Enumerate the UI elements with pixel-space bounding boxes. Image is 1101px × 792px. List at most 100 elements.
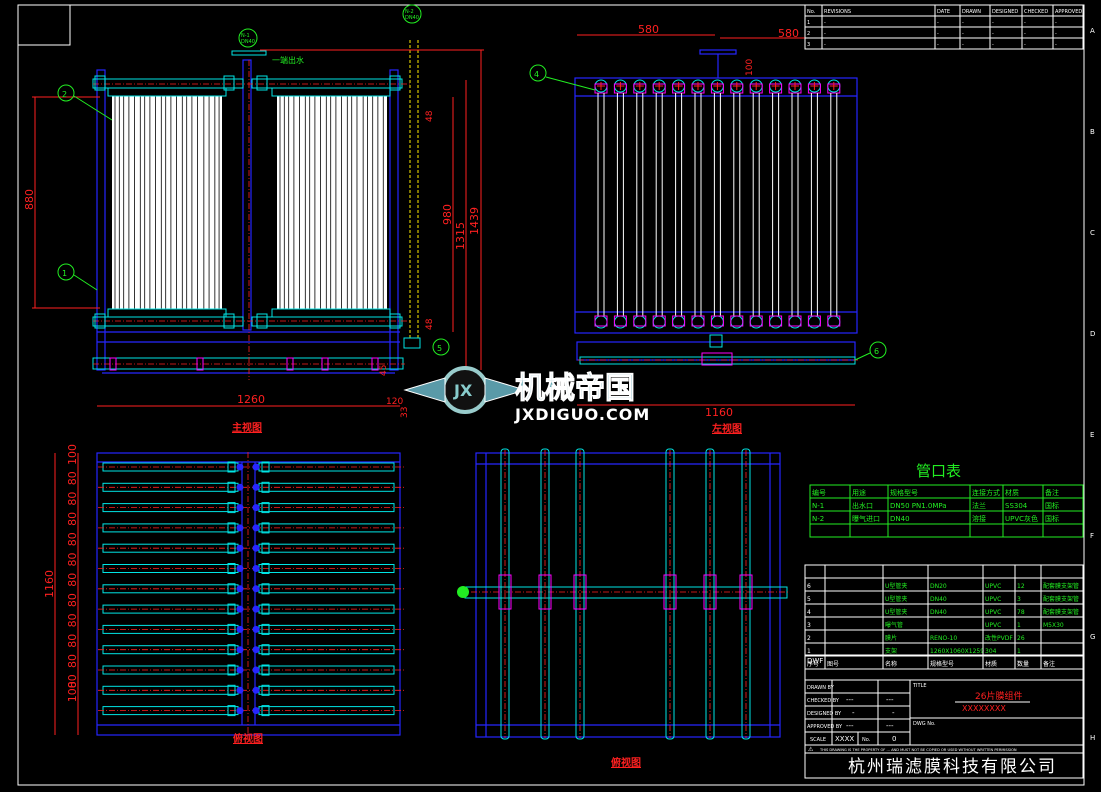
grid-row-G: G xyxy=(1090,633,1095,641)
table-cell: DATE xyxy=(937,9,950,15)
watermark-site: JXDIGUO.COM xyxy=(514,405,650,424)
table-cell: DRAWN xyxy=(962,9,981,15)
top-view-label: 俯视图 xyxy=(233,732,263,745)
frame-post xyxy=(389,69,399,371)
table-cell: APPROVED xyxy=(1055,9,1082,15)
grid-row-F: F xyxy=(1090,532,1094,540)
table-cell: 编号 xyxy=(812,488,826,497)
table-cell: 名称 xyxy=(885,660,897,668)
table-cell: U型管夹 xyxy=(885,608,907,616)
scale-value: XXXX xyxy=(835,735,854,743)
dim-spacing: 80 xyxy=(66,492,79,506)
sheet-value: 0 xyxy=(892,735,896,743)
table-cell: 2 xyxy=(807,635,811,642)
dim-spacing: 100 xyxy=(66,444,79,465)
grid-row-B: B xyxy=(1090,128,1095,136)
dim-spacing: 80 xyxy=(66,634,79,648)
table-cell: - xyxy=(992,42,994,48)
table-cell: UPVC xyxy=(985,596,1001,603)
dim-33: 33 xyxy=(400,407,410,418)
sheet-label: No. xyxy=(862,737,871,743)
dash: --- xyxy=(886,722,894,730)
dim-1160-top: 1160 xyxy=(43,570,56,598)
dim-1315: 1315 xyxy=(454,222,467,250)
table-cell: 改性PVDF xyxy=(985,634,1013,642)
table-cell: - xyxy=(962,42,964,48)
table-cell: 用途 xyxy=(852,488,866,497)
table-cell: 备注 xyxy=(1043,660,1055,668)
dash: --- xyxy=(846,696,854,704)
table-cell: UPVC xyxy=(985,583,1001,590)
dim-1160: 1160 xyxy=(705,406,733,419)
table-cell: 1 xyxy=(1017,622,1021,629)
table-cell: N-2 xyxy=(812,515,824,523)
table-cell: 材质 xyxy=(1005,488,1019,497)
table-cell: 配套膜支架管 xyxy=(1043,595,1079,603)
table-cell: 连接方式 xyxy=(972,488,1000,497)
table-cell: 1 xyxy=(807,648,811,655)
table-cell: 3 xyxy=(807,622,811,629)
outlet-note: 一端出水 xyxy=(272,55,304,65)
balloon-5: 5 xyxy=(437,344,442,353)
grid-row-E: E xyxy=(1090,431,1094,439)
table-cell: - xyxy=(937,31,939,37)
warning-text: THIS DRAWING IS THE PROPERTY OF ... AND … xyxy=(819,748,1017,752)
table-cell: - xyxy=(824,31,826,37)
table-cell: - xyxy=(962,31,964,37)
table-cell: 1260X1060X1259 xyxy=(930,648,984,655)
table-cell: DN40 xyxy=(930,609,947,616)
dim-100: 100 xyxy=(745,59,755,76)
sheet-border xyxy=(17,4,1085,786)
drawn-label: DRAWN BY xyxy=(807,685,835,691)
svg-text:⚠: ⚠ xyxy=(808,746,814,753)
left-view: 580 580 100 1160 左视图 4 6 xyxy=(529,23,887,435)
table-cell: - xyxy=(824,42,826,48)
svg-text:JX: JX xyxy=(453,381,473,400)
table-cell: 规格型号 xyxy=(890,488,918,497)
checked-label: CHECKED BY xyxy=(807,698,840,704)
watermark-name: 机械帝国 xyxy=(515,371,635,406)
table-cell: DESIGNED xyxy=(992,9,1018,15)
table-cell: - xyxy=(937,20,939,26)
table-cell: 26 xyxy=(1017,635,1025,642)
table-cell: UPVC灰色 xyxy=(1005,514,1038,523)
nozzle-n2-tag: N-2 xyxy=(405,9,414,15)
table-cell: 曝气管 xyxy=(885,621,903,629)
table-cell: 数量 xyxy=(1017,660,1029,668)
scale-label: SCALE xyxy=(810,737,826,743)
dim-spacing: 80 xyxy=(66,593,79,607)
table-cell: 5 xyxy=(807,596,811,603)
table-cell: DN40 xyxy=(890,515,910,523)
table-cell: 3 xyxy=(1017,596,1021,603)
aeration-pipe xyxy=(92,357,404,370)
table-cell: 出水口 xyxy=(852,501,873,510)
table-cell: - xyxy=(1024,31,1026,37)
table-cell: - xyxy=(992,31,994,37)
dim-120: 120 xyxy=(386,397,403,407)
front-view-label: 主视图 xyxy=(232,421,262,434)
table-cell: N-1 xyxy=(812,502,824,510)
dim-spacing: 80 xyxy=(66,553,79,567)
dim-1439: 1439 xyxy=(468,207,481,235)
table-cell: DN20 xyxy=(930,583,947,590)
table-cell: 78 xyxy=(1017,609,1025,616)
table-cell: 配套膜支架管 xyxy=(1043,608,1079,616)
table-cell: RENO-10 xyxy=(930,635,957,642)
dim-45: 45 xyxy=(379,365,389,376)
table-cell: - xyxy=(992,20,994,26)
dim-48-bottom: 48 xyxy=(425,318,435,330)
dwg-no-label: DWG No. xyxy=(913,721,936,727)
balloon-4: 4 xyxy=(534,70,539,79)
table-cell: SS304 xyxy=(1005,502,1028,510)
title-block: DWF DRAWN BY CHECKED BY DESIGNED BY APPR… xyxy=(804,654,1084,779)
membrane-fibers xyxy=(112,96,387,309)
table-cell: DN50 PN1.0MPa xyxy=(890,502,947,510)
table-cell: 备注 xyxy=(1045,488,1059,497)
nozzle-n1-size: DN40 xyxy=(241,39,255,45)
dim-spacing: 80 xyxy=(66,512,79,526)
nozzle-table-title: 管口表 xyxy=(916,462,961,480)
dwf-label: DWF xyxy=(807,657,823,665)
table-cell: 膜片 xyxy=(885,634,897,642)
